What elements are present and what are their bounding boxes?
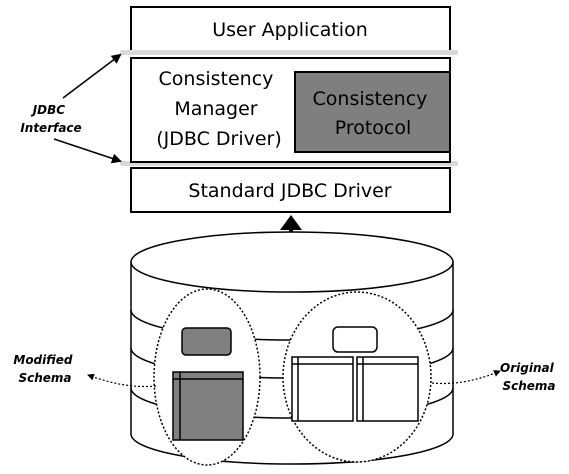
- jdbc-interface-label-line-2: Interface: [20, 121, 81, 135]
- user-application-label: User Application: [212, 19, 368, 41]
- user-application-box: User Application: [130, 6, 451, 52]
- consistency-protocol-box: Consistency Protocol: [294, 71, 451, 153]
- modified-schema-small-table: [181, 327, 232, 356]
- consistency-protocol-line-1: Consistency: [313, 88, 428, 110]
- modified-schema-pointer-arrow: [87, 373, 157, 388]
- original-schema-label-line-2: Schema: [502, 379, 555, 393]
- svg-text:Original Schema: Original Schema: [500, 361, 558, 393]
- original-schema-label-line-1: Original: [500, 361, 555, 375]
- modified-schema-region: [153, 288, 261, 466]
- original-schema-pointer-arrow: [431, 370, 501, 385]
- standard-jdbc-driver-label: Standard JDBC Driver: [188, 180, 391, 202]
- consistency-manager-line-1: Consistency: [159, 68, 274, 90]
- jdbc-interface-arrow-up: [62, 53, 122, 99]
- consistency-protocol-line-2: Protocol: [335, 117, 412, 139]
- consistency-manager-line-3: (JDBC Driver): [156, 128, 282, 150]
- original-schema-table-right: [356, 356, 419, 422]
- original-schema-table-left: [291, 356, 354, 422]
- modified-schema-large-table: [172, 371, 244, 441]
- svg-text:Modified Schema: Modified Schema: [13, 353, 76, 385]
- svg-text:JDBC Interface: JDBC Interface: [20, 103, 81, 135]
- svg-text:Consistency Protocol: Consistency Protocol: [313, 88, 434, 139]
- modified-schema-label-line-2: Schema: [18, 371, 71, 385]
- consistency-manager-line-2: Manager: [174, 98, 257, 120]
- consistency-protocol-fill: [294, 71, 451, 153]
- original-schema-region: [282, 291, 432, 463]
- jdbc-interface-arrow-down: [53, 138, 122, 164]
- svg-text:Consistency Manager: Consistency Manager (JDBC Driver): [156, 68, 282, 150]
- jdbc-interface-connector-top: [120, 50, 458, 55]
- standard-jdbc-driver-box: Standard JDBC Driver: [130, 167, 451, 213]
- modified-schema-label-line-1: Modified: [13, 353, 72, 367]
- original-schema-small-table: [332, 326, 378, 353]
- jdbc-interface-label-line-1: JDBC: [31, 103, 66, 117]
